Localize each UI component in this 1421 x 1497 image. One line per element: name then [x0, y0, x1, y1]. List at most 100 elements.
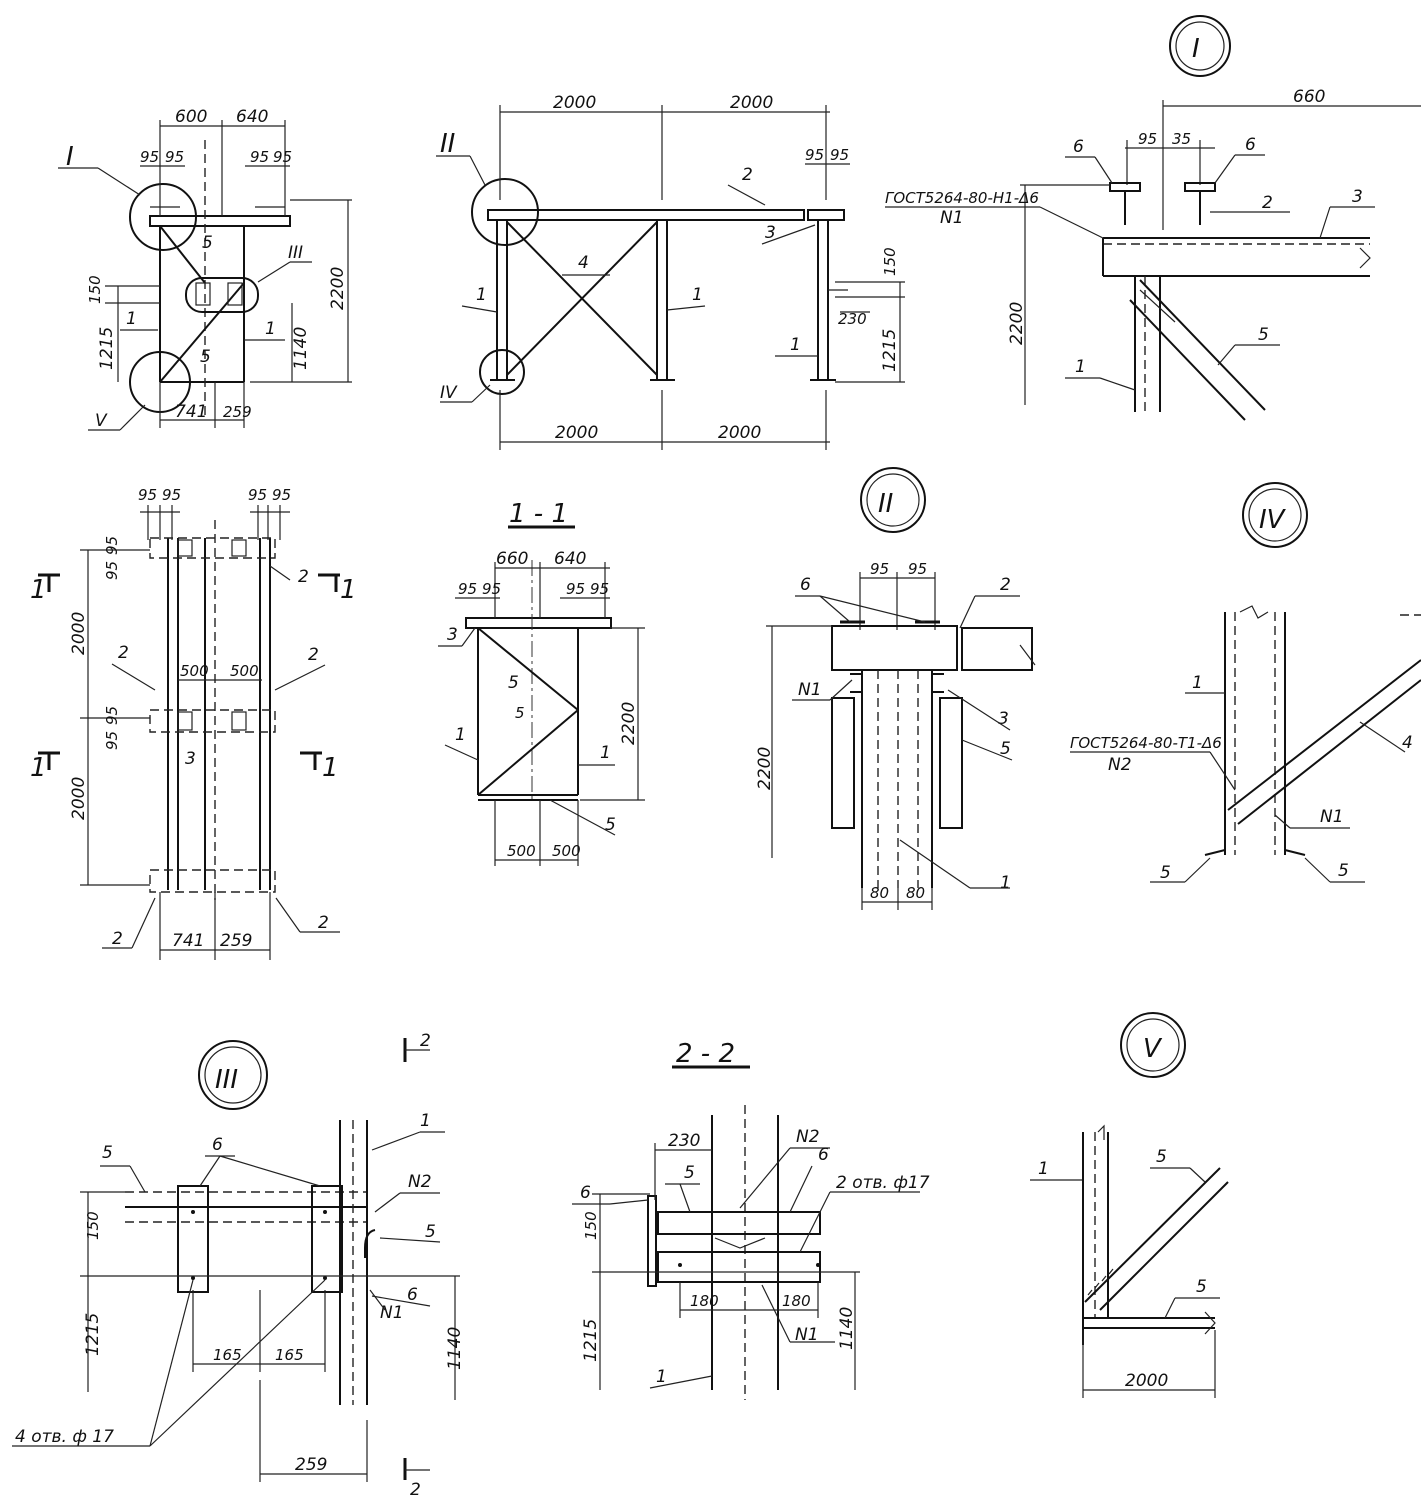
- dim-95-e: 95: [805, 146, 824, 164]
- dim-259: 259: [223, 403, 252, 421]
- dim-165-a: 165: [213, 1346, 242, 1364]
- section-mark-1-d: 1: [322, 753, 339, 783]
- detail-V-title: V: [1143, 1034, 1163, 1064]
- label-2-plan-d: 2: [112, 929, 123, 949]
- dim-2200-b: 2200: [1007, 302, 1027, 345]
- dim-80-b: 80: [906, 884, 925, 902]
- dim-150-ss: 150: [582, 1211, 600, 1240]
- dim-500-s1: 500: [507, 842, 536, 860]
- dim-80-a: 80: [870, 884, 889, 902]
- label-2: 2: [742, 165, 753, 185]
- dim-95-s1: 95: [458, 580, 477, 598]
- weld-n2-IV: N2: [1108, 755, 1132, 775]
- dim-2000-v: 2000: [1125, 1371, 1168, 1391]
- dim-2000-plan-a: 2000: [69, 612, 89, 655]
- dim-259-plan: 259: [220, 931, 252, 951]
- label-6-b: 6: [1245, 135, 1256, 155]
- label-1-iii: 1: [420, 1111, 431, 1131]
- section-2-2-title: 2 - 2: [676, 1039, 735, 1069]
- label-4: 4: [578, 253, 589, 273]
- dim-640-s: 640: [554, 549, 586, 569]
- dim-95-b: 95: [165, 148, 184, 166]
- weld-n1-I: N1: [940, 208, 964, 228]
- dim-2200-ii: 2200: [755, 747, 775, 790]
- label-5-ss: 5: [684, 1163, 695, 1183]
- label-6-iii-b: 6: [407, 1285, 418, 1305]
- detail-IV-title: IV: [1259, 505, 1287, 535]
- label-1-ss: 1: [656, 1367, 667, 1387]
- label-1-s-b: 1: [600, 743, 611, 763]
- dim-1140-ss: 1140: [837, 1307, 857, 1350]
- dim-741: 741: [175, 402, 207, 422]
- dim-180-b: 180: [782, 1292, 811, 1310]
- label-2-plan-e: 2: [318, 913, 329, 933]
- dim-95-i: 95: [162, 486, 181, 504]
- dim-165-b: 165: [275, 1346, 304, 1364]
- label-5-iv-a: 5: [1160, 863, 1171, 883]
- label-3-s: 3: [447, 625, 458, 645]
- dim-500-b: 500: [230, 662, 259, 680]
- label-5-v-b: 5: [1196, 1277, 1207, 1297]
- label-5-s-a: 5: [508, 673, 519, 693]
- dim-500-s2: 500: [552, 842, 581, 860]
- dim-95-o: 95: [103, 731, 121, 750]
- callout-I: I: [66, 142, 74, 172]
- label-5-iii: 5: [102, 1143, 113, 1163]
- weld-gost-I: ГОСТ5264-80-Н1-Δ6: [885, 189, 1039, 207]
- dim-2000-top-a: 2000: [553, 93, 596, 113]
- label-5-v-a: 5: [1156, 1147, 1167, 1167]
- label-2-I: 2: [1262, 193, 1273, 213]
- label-5-ii: 5: [1000, 739, 1011, 759]
- label-3: 3: [765, 223, 776, 243]
- label-2-plan-a: 2: [298, 567, 309, 587]
- section-mark-1-b: 1: [340, 575, 357, 605]
- label-3-plan: 3: [185, 749, 196, 769]
- section-1-1-title: 1 - 1: [509, 499, 568, 529]
- label-5-s-b: 5: [515, 704, 525, 722]
- label-1-s-a: 1: [455, 725, 466, 745]
- callout-III: III: [288, 243, 303, 263]
- dim-95-k: 95: [272, 486, 291, 504]
- dim-660: 660: [1293, 87, 1325, 107]
- label-2-plan-b: 2: [118, 643, 129, 663]
- dim-95-ii-a: 95: [870, 560, 889, 578]
- dim-95-s4: 95: [590, 580, 609, 598]
- dim-95-s2: 95: [482, 580, 501, 598]
- dim-640: 640: [236, 107, 268, 127]
- holes-2-f17: 2 отв. ф17: [836, 1173, 930, 1193]
- callout-II: II: [440, 129, 455, 159]
- label-5-iv-b: 5: [1338, 861, 1349, 881]
- dim-259-iii: 259: [295, 1455, 327, 1475]
- dim-1140-iii: 1140: [445, 1327, 465, 1370]
- dim-2000-top-b: 2000: [730, 93, 773, 113]
- dim-95-n: 95: [103, 706, 121, 725]
- label-1-right: 1: [265, 319, 276, 339]
- detail-IV: IV ГОСТ5264-80-Т1-Δ6 N2 N1 1 4 5 5: [1070, 482, 1421, 883]
- label-1-left: 1: [126, 309, 137, 329]
- dim-741-plan: 741: [172, 931, 204, 951]
- label-1-v: 1: [1038, 1159, 1049, 1179]
- dim-180-a: 180: [690, 1292, 719, 1310]
- label-6-ss-b: 6: [818, 1145, 829, 1165]
- label-3-I: 3: [1352, 187, 1363, 207]
- weld-n1-IV: N1: [1320, 807, 1344, 827]
- weld-n2-iii: N2: [408, 1172, 432, 1192]
- label-6-ss-a: 6: [580, 1183, 591, 1203]
- detail-I-title: I: [1192, 34, 1200, 64]
- label-6-iii: 6: [212, 1135, 223, 1155]
- dim-1215-b: 1215: [880, 329, 900, 372]
- section-mark-2-top: 2: [420, 1031, 431, 1051]
- dim-95-c: 95: [250, 148, 269, 166]
- view-top-middle-frame: 2000 2000 2000 2000 95 95 150 230 1215 I…: [436, 93, 905, 450]
- dim-1215: 1215: [97, 327, 117, 370]
- detail-III: III 2 2 150 1215 1140 165 16: [12, 1031, 465, 1497]
- label-3-ii: 3: [998, 709, 1009, 729]
- label-1-b: 1: [692, 285, 703, 305]
- dim-2200: 2200: [328, 267, 348, 310]
- dim-500-a: 500: [180, 662, 209, 680]
- holes-4-f17: 4 отв. ф 17: [15, 1427, 114, 1447]
- dim-95-ii-b: 95: [908, 560, 927, 578]
- weld-n2-ss: N2: [796, 1127, 820, 1147]
- section-mark-1-a: 1: [30, 575, 47, 605]
